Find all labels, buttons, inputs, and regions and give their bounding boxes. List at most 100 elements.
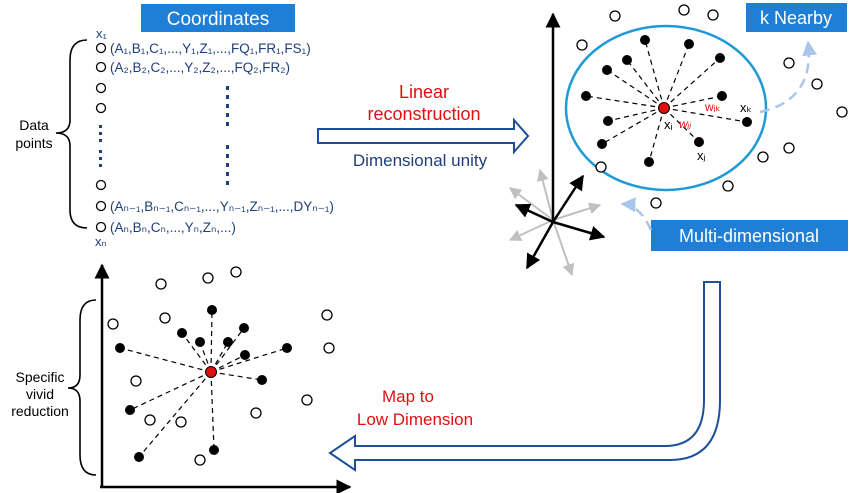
k-nearby-box — [746, 3, 847, 32]
reduced-outer-point — [250, 407, 262, 419]
reduced-neighbor-point — [195, 337, 205, 347]
outer-point — [757, 151, 769, 163]
reduced-neighbor-point — [207, 305, 217, 315]
data-points-brace — [55, 39, 88, 229]
neighbor-spokes — [585, 39, 748, 163]
reduced-outer-point — [323, 342, 335, 354]
outer-point — [678, 4, 690, 16]
reduced-neighbor-point — [282, 343, 292, 353]
data-point — [95, 82, 107, 94]
reconstruction-label: reconstruction — [367, 104, 480, 124]
vivid-label: vivid — [26, 386, 54, 402]
outer-point — [595, 161, 607, 173]
neighbor-point — [715, 53, 725, 63]
data-point — [95, 179, 107, 191]
xk-label: xₖ — [740, 100, 752, 115]
multi-dimensional-label: Multi-dimensional — [679, 226, 819, 246]
reduced-outer-point — [202, 272, 214, 284]
reduced-spokes — [119, 309, 288, 458]
low-dimension-label: Low Dimension — [357, 410, 473, 429]
data-point — [95, 42, 107, 54]
data-label: Data — [19, 117, 49, 133]
reduced-outer-point — [301, 394, 313, 406]
outer-point — [707, 9, 719, 21]
specific-label: Specific — [15, 369, 64, 385]
reduced-neighbor-point — [257, 375, 267, 385]
neighbor-point — [603, 116, 613, 126]
coordinate-row-1: (A₁,B₁,C₁,...,Y₁,Z₁,...,FQ₁,FR₁,FS₁) — [110, 41, 311, 56]
reduced-outer-point — [230, 266, 242, 278]
outer-point — [650, 197, 662, 209]
reduced-outer-point — [159, 312, 171, 324]
outer-point — [609, 10, 621, 22]
coordinate-row-2: (A₂,B₂,C₂,...,Y₂,Z₂,...,FQ₂,FR₂) — [110, 60, 290, 75]
reduced-neighbor-point — [209, 445, 219, 455]
reduced-neighbor-point — [115, 343, 125, 353]
linear-label: Linear — [399, 82, 449, 102]
row-ellipsis — [226, 86, 229, 185]
data-point — [95, 102, 107, 114]
reduced-neighbor-point — [239, 323, 249, 333]
neighborhood-ellipse — [564, 24, 768, 192]
points-label: points — [15, 135, 52, 151]
axes-3d — [508, 12, 606, 277]
reduced-outer-points — [107, 266, 335, 466]
outer-point — [722, 180, 734, 192]
neighbor-point — [717, 91, 727, 101]
circle-column-ellipsis — [99, 125, 102, 167]
linear-reconstruction-arrow — [317, 117, 530, 155]
neighbor-point — [581, 91, 591, 101]
neighbor-point — [640, 35, 650, 45]
outer-point — [783, 142, 795, 154]
reduced-neighbor-points — [115, 305, 292, 462]
reduced-outer-point — [321, 309, 333, 321]
outer-point — [576, 39, 588, 51]
data-point — [95, 61, 107, 73]
x1-label: x₁ — [96, 26, 108, 41]
map-to-low-dimension-arrow — [328, 281, 721, 472]
data-point-circles — [95, 42, 107, 233]
reduced-outer-point — [144, 414, 156, 426]
reduced-neighbor-point — [223, 337, 233, 347]
outside-points-right — [576, 4, 848, 209]
coordinates-label: Coordinates — [167, 9, 269, 30]
coordinate-row-n: (Aₙ,Bₙ,Cₙ,...,Yₙ,Zₙ,...) — [110, 220, 236, 235]
k-nearby-pointer — [759, 40, 818, 114]
center-point — [658, 102, 670, 114]
k-nearby-label: k Nearby — [760, 8, 832, 28]
neighbor-point — [597, 139, 607, 149]
reduced-neighbor-point — [177, 328, 187, 338]
neighbor-points — [581, 35, 752, 167]
neighbor-point — [622, 55, 632, 65]
reduced-outer-point — [175, 416, 187, 428]
reduced-neighbor-point — [240, 350, 250, 360]
multi-dimensional-pointer — [620, 197, 653, 231]
reduced-outer-point — [155, 278, 167, 290]
neighbor-point — [684, 39, 694, 49]
reduced-neighbor-point — [134, 452, 144, 462]
xn-label: xₙ — [95, 234, 107, 249]
neighbor-point — [742, 117, 752, 127]
reduced-outer-point — [130, 375, 142, 387]
outer-point — [836, 106, 848, 118]
neighbor-point — [644, 157, 654, 167]
coordinates-box — [141, 4, 295, 32]
wij-label: wᵢⱼ — [679, 117, 692, 131]
reduced-outer-point — [194, 454, 206, 466]
dimensional-unity-label: Dimensional unity — [353, 151, 488, 170]
map-to-label: Map to — [382, 387, 434, 406]
reduced-center-point — [205, 366, 217, 378]
reduced-outer-point — [107, 318, 119, 330]
neighbor-point — [602, 65, 612, 75]
reduction-label: reduction — [11, 403, 69, 419]
wik-label: wᵢₖ — [704, 100, 721, 114]
outer-point — [811, 78, 823, 90]
coordinate-row-n-1: (Aₙ₋₁,Bₙ₋₁,Cₙ₋₁,...,Yₙ₋₁,Zₙ₋₁,...,DYₙ₋₁) — [110, 199, 334, 214]
data-point — [95, 200, 107, 212]
data-point — [95, 221, 107, 233]
xj-label: xⱼ — [697, 148, 706, 163]
reduction-brace — [67, 299, 97, 476]
reduced-neighbor-point — [125, 405, 135, 415]
multi-dimensional-box — [651, 220, 848, 251]
neighbor-point — [694, 137, 704, 147]
